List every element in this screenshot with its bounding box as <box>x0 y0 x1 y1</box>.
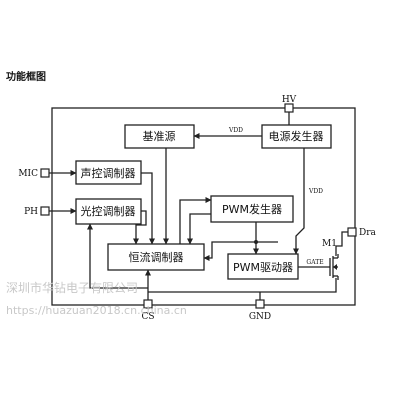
wire-cc-to-pwmgen <box>179 197 212 244</box>
mosfet-m1-symbol <box>329 254 339 280</box>
wire-vdd-to-driver <box>293 148 305 255</box>
cc-regulator-label: 恒流调制器 <box>129 250 184 264</box>
pin-ph-square <box>40 206 50 216</box>
m1-label: M1 <box>322 239 337 249</box>
vdd-right-label: VDD <box>308 188 323 195</box>
reference-label: 基准源 <box>143 129 176 143</box>
power-gen-label: 电源发生器 <box>269 129 324 143</box>
cc-regulator-block <box>107 243 205 271</box>
chip-boundary <box>51 107 356 306</box>
voice-ctrl-block <box>75 160 142 185</box>
pin-hv-label: HV <box>282 95 297 105</box>
pin-ph-label: PH <box>24 207 38 217</box>
pin-mic-square <box>40 168 50 178</box>
pwm-driver-label: PWM驱动器 <box>233 261 293 274</box>
power-gen-block <box>261 124 332 149</box>
wire-voice-to-cc <box>141 172 155 245</box>
reference-block <box>124 124 195 149</box>
pin-gnd-square <box>255 299 265 309</box>
voice-ctrl-label: 声控调制器 <box>81 166 136 180</box>
pin-hv-square <box>284 103 294 113</box>
pin-cs-square <box>143 299 153 309</box>
wire-drain <box>335 231 350 256</box>
wire-source <box>148 278 337 293</box>
pin-mic-label: MIC <box>18 169 38 179</box>
pin-gnd-label: GND <box>249 312 271 322</box>
diagram-title: 功能框图 <box>6 70 46 83</box>
vdd-top-label: VDD <box>228 127 243 134</box>
pin-dra-label: Dra <box>359 228 377 238</box>
light-ctrl-label: 光控调制器 <box>81 204 136 218</box>
pwm-driver-block <box>227 253 299 280</box>
gate-label: GATE <box>306 259 323 266</box>
pwm-gen-block <box>210 195 294 223</box>
pwm-gen-label: PWM发生器 <box>222 202 282 216</box>
wire-feedback-to-cc <box>203 241 256 261</box>
wire-pwmgen-to-cc <box>187 213 211 245</box>
pin-cs-label: CS <box>141 312 154 322</box>
watermark-url: https://huazuan2018.cn.china.cn <box>6 304 187 317</box>
watermark-company: 深圳市华钻电子有限公司 <box>6 280 138 295</box>
wire-cs-feedback <box>87 223 148 289</box>
pin-dra-square <box>347 227 357 237</box>
light-ctrl-block <box>75 198 142 225</box>
wire-light-to-cc <box>133 210 147 245</box>
